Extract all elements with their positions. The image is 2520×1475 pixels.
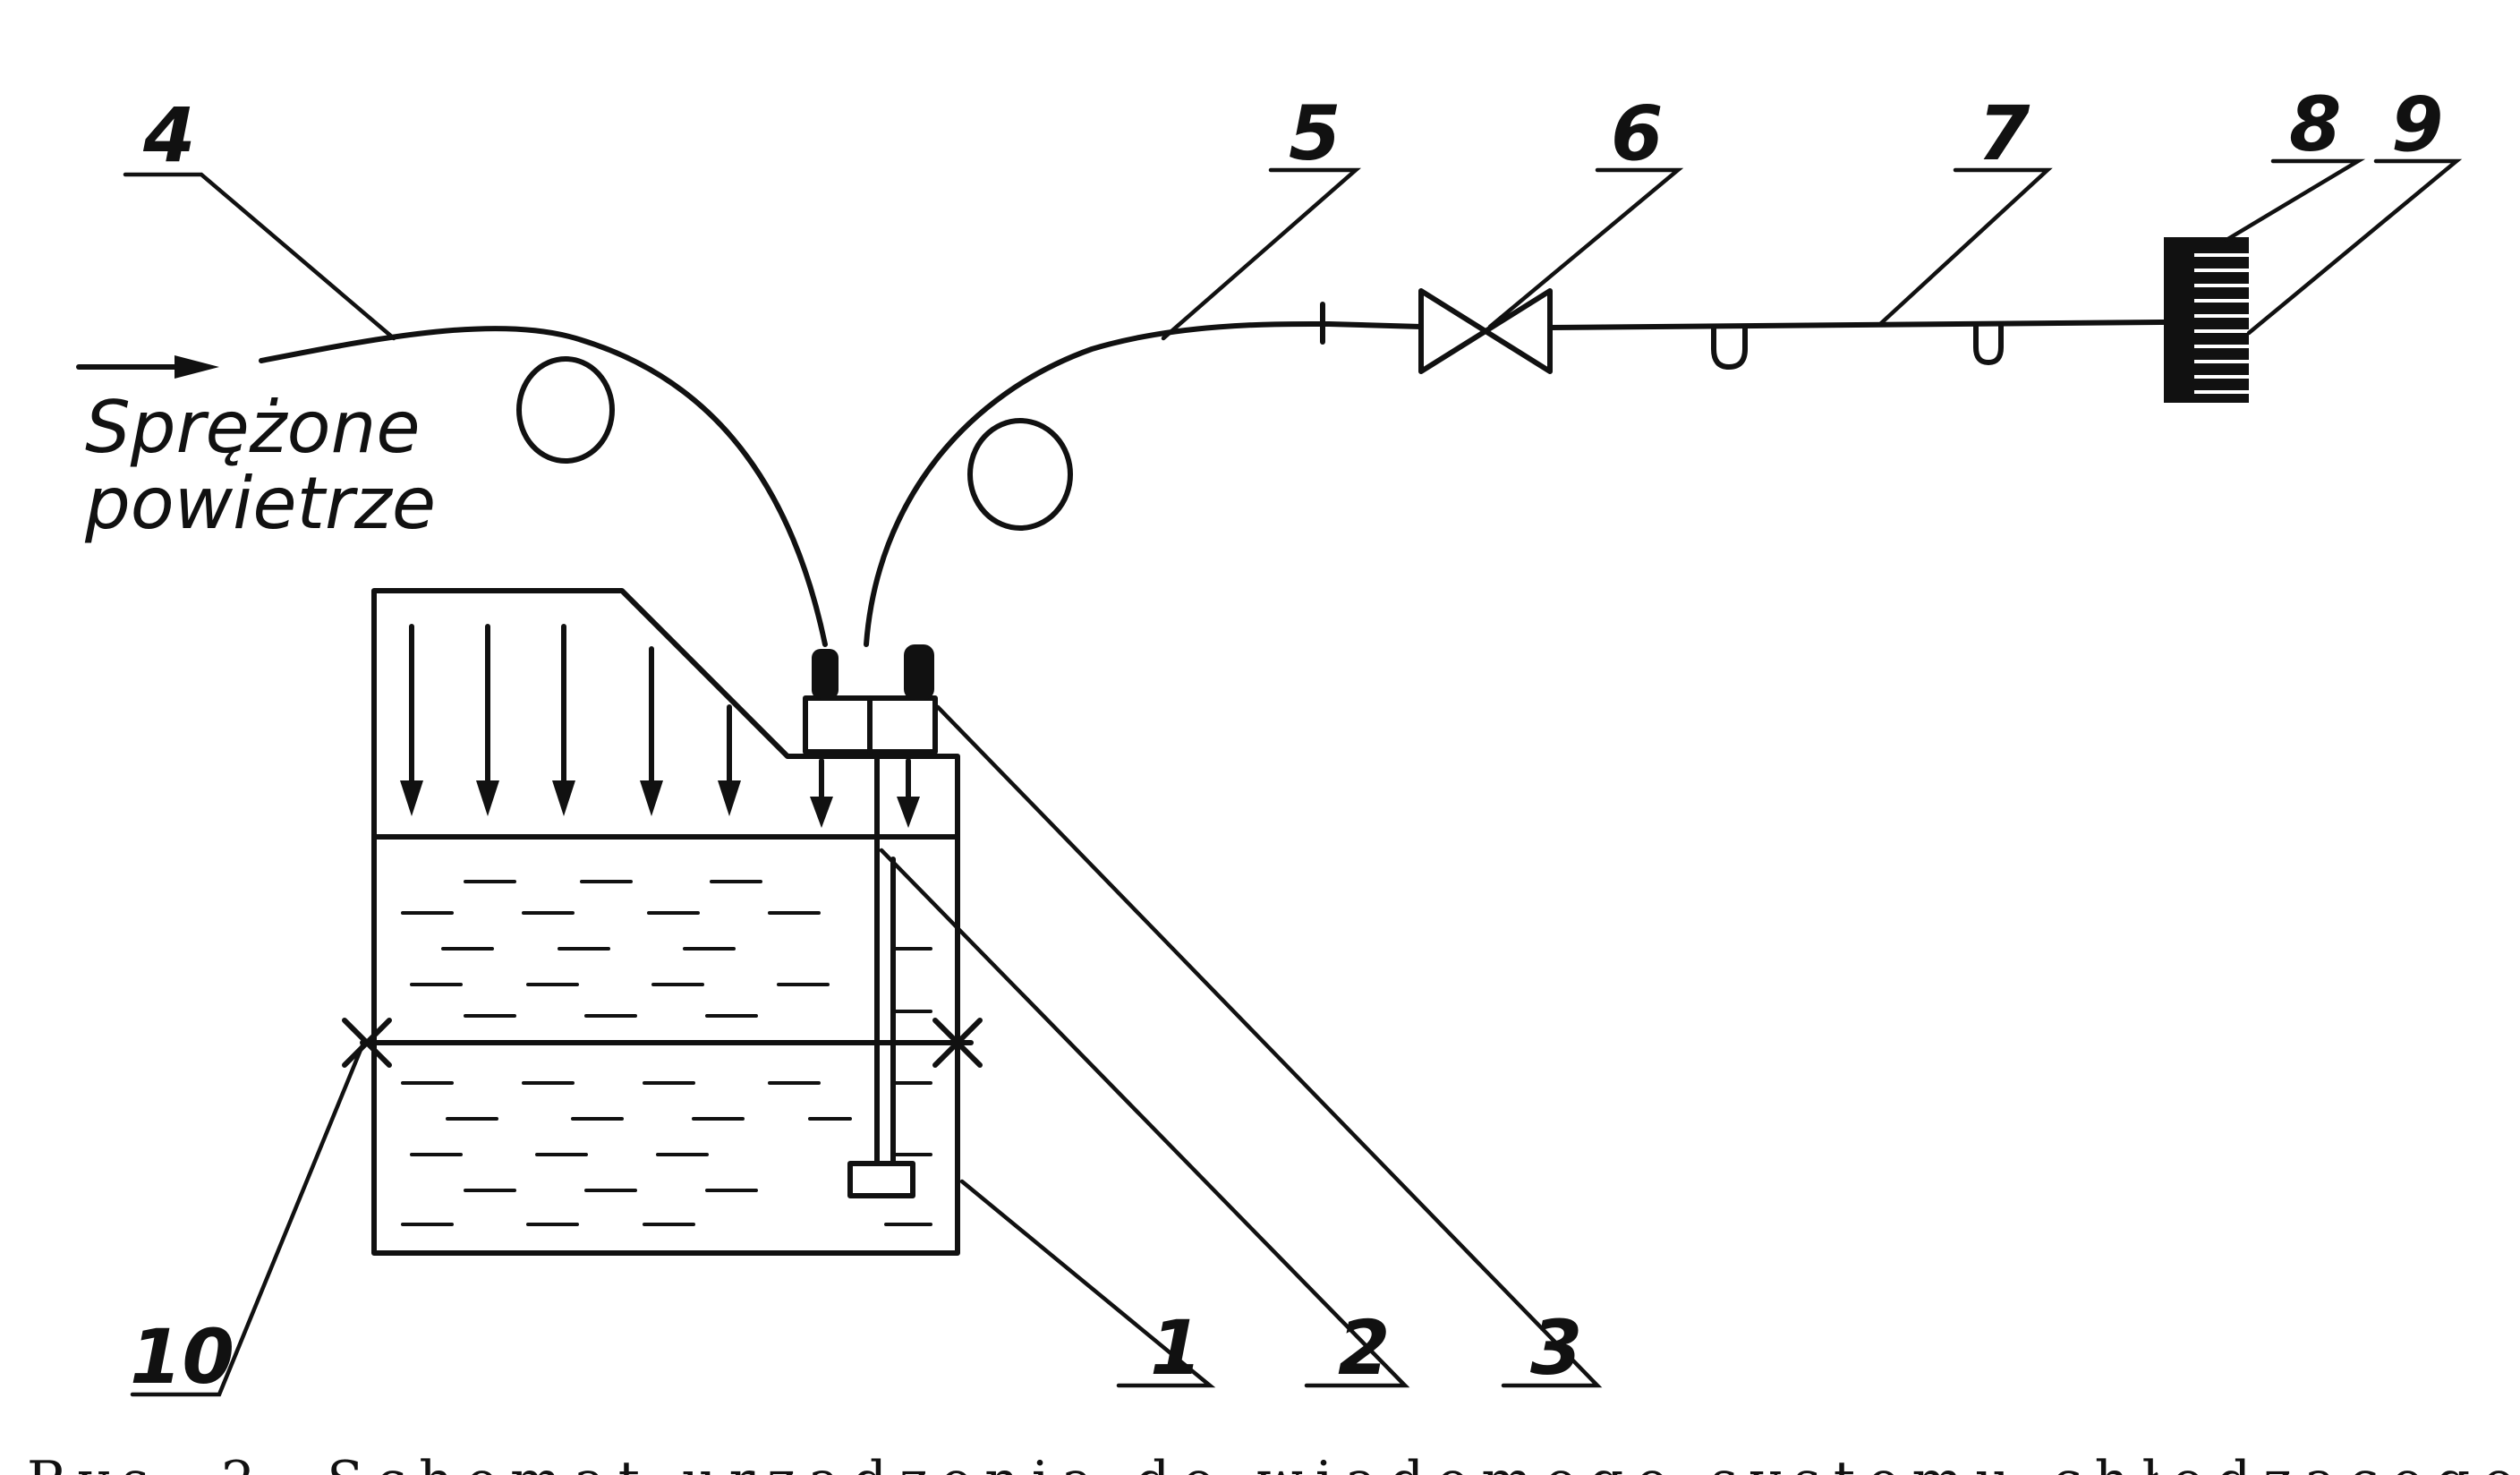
air-inlet-hose [76, 326, 828, 647]
inlet-hose-line [259, 326, 828, 647]
radiator-block [2164, 237, 2249, 403]
level-marker-right [932, 1018, 983, 1068]
label-1: 1 [1150, 1304, 1202, 1392]
label-3: 3 [1530, 1304, 1582, 1392]
label-8: 8 [2289, 81, 2341, 168]
inlet-label: Sprężone powietrze [84, 386, 436, 545]
outlet-hose [864, 302, 1332, 647]
nozzle-1 [1711, 325, 1748, 370]
distribution-pipe [1326, 320, 2167, 370]
liquid-hatching [401, 880, 932, 1226]
inlet-label-line2: powietrze [84, 462, 436, 545]
head-fitting [803, 644, 938, 755]
part-labels: 4 5 6 7 8 9 10 1 2 3 [130, 81, 2443, 1401]
label-4: 4 [142, 91, 195, 179]
leader-lines [123, 158, 2463, 1397]
figure-caption: Rys. 2. Schemat urządzenia do wiadomego … [27, 1450, 2520, 1475]
label-5: 5 [1289, 90, 1341, 177]
inlet-hose-loop [516, 356, 615, 464]
label-9: 9 [2391, 81, 2443, 168]
outlet-hose-loop [967, 418, 1073, 531]
label-2: 2 [1338, 1304, 1390, 1392]
nozzle-2 [1973, 323, 2004, 365]
inlet-label-line1: Sprężone [85, 386, 421, 469]
outlet-hose-line [864, 320, 1332, 647]
label-6: 6 [1611, 90, 1663, 177]
dip-tube [847, 749, 915, 1198]
tank [342, 588, 983, 1256]
label-7: 7 [1978, 90, 2030, 177]
label-10: 10 [130, 1313, 234, 1401]
inlet-arrow-head [175, 355, 219, 379]
level-marker-left [342, 1018, 392, 1068]
pressure-arrows [400, 624, 920, 828]
valve [1418, 288, 1553, 374]
tank-outline [371, 588, 960, 1256]
